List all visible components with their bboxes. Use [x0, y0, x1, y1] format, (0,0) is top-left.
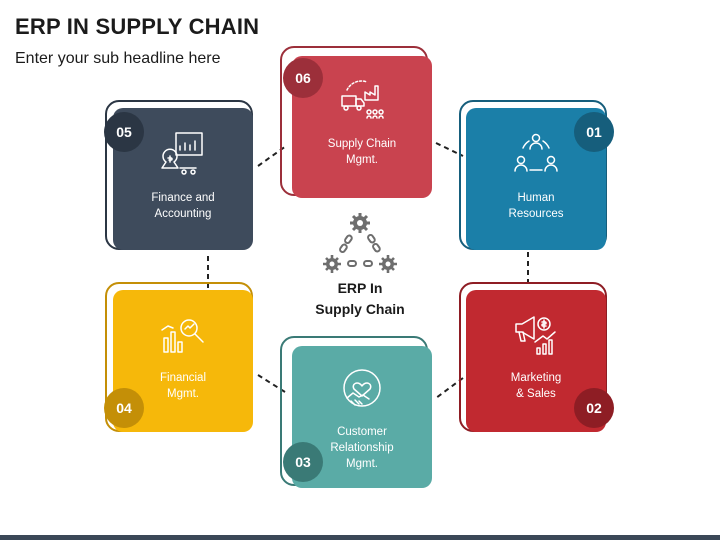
magnifier-chart-icon: [161, 319, 204, 353]
crm-label-1: Customer: [337, 426, 387, 438]
badge-06: 06: [283, 58, 323, 98]
marketing-sales-label-2: & Sales: [516, 388, 556, 400]
page-title: ERP IN SUPPLY CHAIN: [15, 14, 260, 39]
team-cycle-icon: [514, 133, 558, 172]
supply-chain-label-1: Supply Chain: [327, 138, 397, 150]
connector-marketing-crm: [435, 377, 464, 399]
crm-label-2: Relationship: [330, 442, 394, 454]
gears-chain-icon: [323, 213, 397, 273]
badge-04: 04: [104, 388, 144, 428]
financial-label-2: Mgmt.: [167, 388, 199, 400]
human-resources-label-2: Resources: [508, 208, 564, 220]
human-resources-label-1: Human: [517, 192, 555, 204]
finance-accounting-label-1: Finance and: [151, 192, 215, 204]
badge-02: 02: [574, 388, 614, 428]
badge-01: 01: [574, 112, 614, 152]
supply-truck-icon: [341, 80, 384, 119]
badge-05: 05: [104, 112, 144, 152]
page-subtitle: Enter your sub headline here: [15, 50, 221, 67]
bottom-bar: [0, 535, 720, 540]
crm-label-3: Mgmt.: [346, 458, 378, 470]
center-label-2: Supply Chain: [315, 301, 405, 317]
supply-chain-label-2: Mgmt.: [346, 154, 378, 166]
finance-accounting-label-2: Accounting: [154, 208, 212, 220]
handshake-heart-icon: [343, 369, 381, 407]
center-label-1: ERP In: [337, 280, 383, 296]
connector-supply-human: [435, 142, 464, 157]
badge-03: 03: [283, 442, 323, 482]
marketing-sales-label-1: Marketing: [510, 372, 562, 384]
megaphone-icon: [515, 316, 556, 355]
money-report-icon: [161, 132, 203, 175]
financial-label-1: Financial: [159, 372, 207, 384]
center-label: ERP In Supply Chain: [310, 278, 410, 320]
